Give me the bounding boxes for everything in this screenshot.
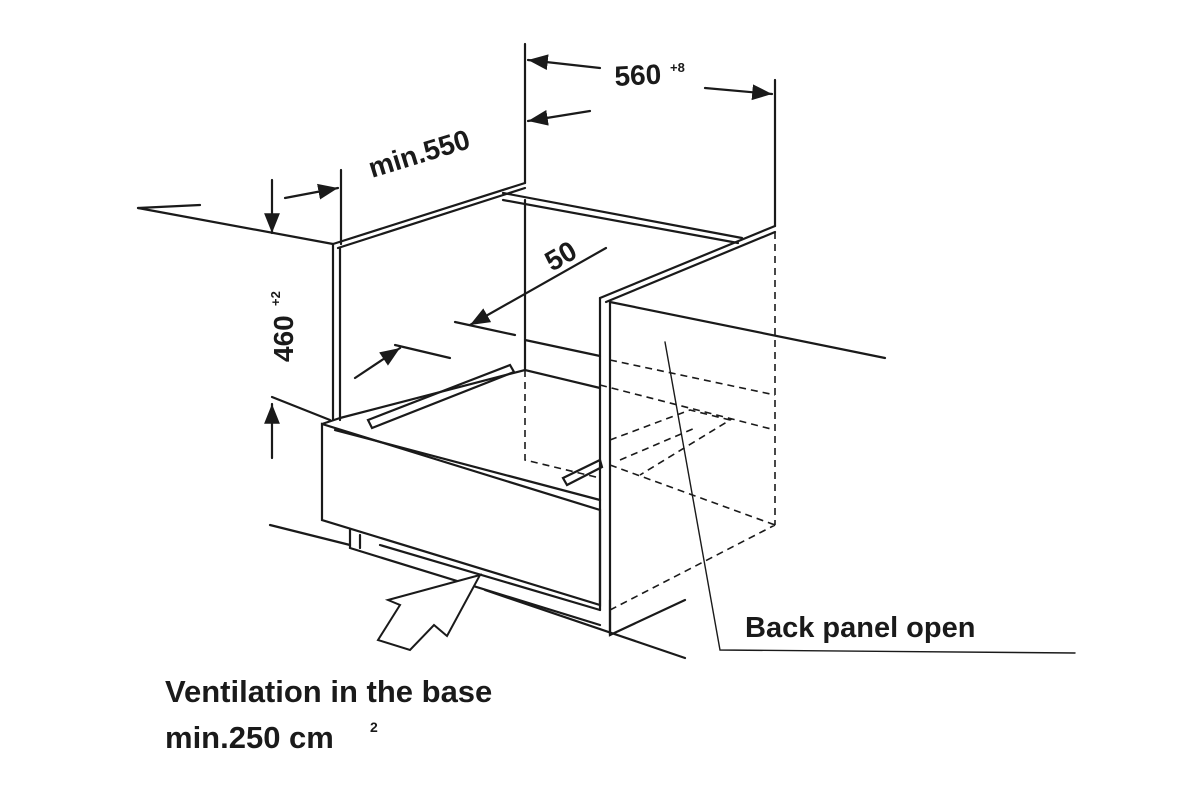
width-tolerance: +8 — [670, 60, 685, 75]
worktop-right-edge — [598, 224, 777, 304]
height-dimension: 460 — [268, 315, 299, 362]
worktop-front-edge — [331, 181, 527, 250]
width-dimension: 560 — [614, 59, 662, 92]
depth-dimension: min.550 — [365, 124, 474, 184]
drawer-front — [320, 422, 602, 607]
back-rail — [501, 191, 744, 245]
airflow-arrow-icon — [376, 573, 482, 652]
right-rail — [561, 458, 604, 487]
back-panel-label: Back panel open — [745, 612, 975, 644]
height-tolerance: +2 — [268, 291, 283, 306]
ventilation-label-line2: min.250 cm — [165, 720, 334, 755]
right-side-top — [608, 300, 887, 360]
left-side-panel — [331, 242, 342, 422]
plinth — [348, 528, 602, 627]
ventilation-unit-superscript: 2 — [370, 719, 378, 735]
offset-dimension: 50 — [540, 235, 582, 277]
left-rail — [366, 363, 516, 430]
worktop-left-edge — [136, 206, 335, 246]
ventilation-label-line1: Ventilation in the base — [165, 674, 492, 709]
